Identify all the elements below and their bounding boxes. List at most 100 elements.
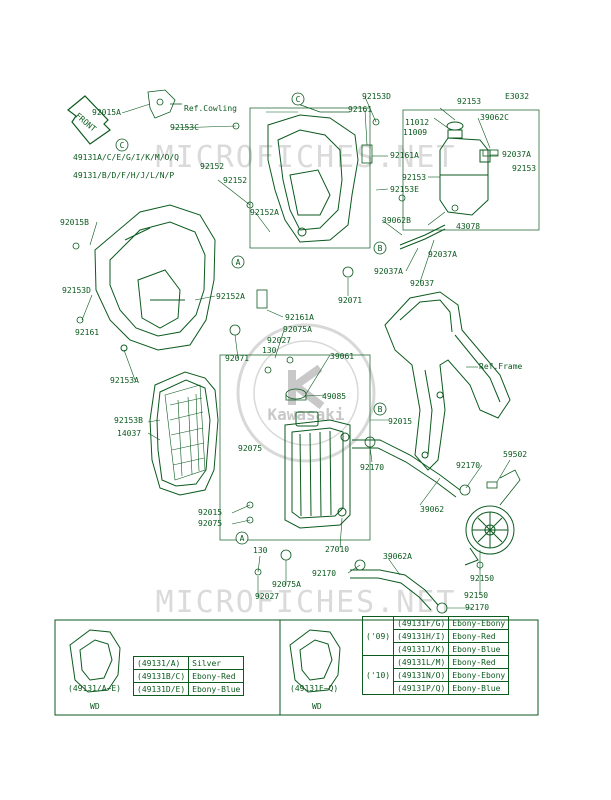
color-code: (49131P/Q) [393, 681, 450, 695]
part-label: 39062 [420, 505, 445, 514]
part-label: 39062C [480, 113, 509, 122]
inset-right-label: (49131F~Q) [290, 684, 339, 693]
part-label: 92027 [255, 592, 280, 601]
inset-box [54, 619, 539, 716]
color-name: Ebony-Blue [448, 681, 510, 695]
radiator-grille [164, 384, 206, 481]
ref-frame-label: Ref.Frame [479, 362, 523, 371]
part-label: 49131/B/D/F/H/J/L/N/P [73, 171, 175, 180]
part-label: 92037A [374, 267, 403, 276]
part-label: 92015 [388, 417, 413, 426]
circle-marker-a-bottom: A [235, 531, 249, 545]
part-label: 130 [262, 346, 277, 355]
part-label: 92071 [338, 296, 363, 305]
inset-right-shroud [289, 629, 341, 693]
cowling-bracket [147, 89, 182, 119]
radiator-fan [464, 505, 515, 566]
circle-marker-c-top: C [291, 92, 305, 106]
table-row: (49131P/Q) Ebony-Blue [363, 681, 510, 695]
part-label: 43078 [456, 222, 481, 231]
part-label: 130 [253, 546, 268, 555]
diagram-id: E3032 [505, 92, 530, 101]
part-label: 92015 [198, 508, 223, 517]
table-row: (49131D/E) Ebony-Blue [132, 682, 245, 696]
part-label: 92150 [464, 591, 489, 600]
part-label: 11012 [405, 118, 430, 127]
year-label: ('09) [361, 616, 394, 656]
part-label: 92153C [170, 123, 199, 132]
part-label: 92161A [285, 313, 314, 322]
part-label: 92075 [238, 444, 263, 453]
part-label: 92153 [457, 97, 482, 106]
part-label: 11009 [403, 128, 428, 137]
table-row: ('09) (49131F/G) Ebony-Ebony [361, 616, 510, 656]
part-label: 92153 [402, 173, 427, 182]
table-row: (49131/A) Silver [132, 656, 245, 670]
part-label: 92037A [428, 250, 457, 259]
leader-lines [81, 96, 511, 609]
color-code: (49131N/O) [393, 668, 450, 682]
watermark-text: MICROFICHES.NET [156, 140, 457, 175]
circle-marker-b-top: B [373, 241, 387, 255]
small-fasteners [72, 118, 499, 576]
bracket-c-leader [297, 103, 350, 113]
color-code: (49131J/K) [393, 642, 450, 656]
svg-text:C: C [120, 141, 125, 150]
left-shroud [94, 204, 216, 352]
inset-left-caption: WD [90, 702, 100, 711]
color-name: Ebony-Blue [448, 642, 510, 656]
circle-marker-c-left: C [115, 138, 129, 152]
right-shroud [267, 114, 359, 243]
part-label: 92170 [456, 461, 481, 470]
part-label: 92075 [198, 519, 223, 528]
radiator [284, 411, 351, 529]
color-name: Ebony-Red [448, 629, 510, 643]
part-label: 92037 [410, 279, 435, 288]
part-label: 92152 [223, 176, 248, 185]
overflow-hose [399, 224, 446, 250]
table-row: (49131H/I) Ebony-Red [363, 629, 510, 643]
box-upper-shroud [249, 107, 371, 249]
front-arrow [67, 95, 111, 145]
part-label: 92161 [348, 105, 373, 114]
color-code: (49131D/E) [132, 682, 190, 696]
inset-right-caption: WD [312, 702, 322, 711]
hose-lower [350, 569, 439, 611]
part-label: 14037 [117, 429, 142, 438]
fan-wire [499, 469, 521, 506]
color-name: Ebony-Red [188, 669, 245, 683]
part-label: 49085 [322, 392, 347, 401]
part-label: 39061 [330, 352, 355, 361]
part-label: 92153B [114, 416, 143, 425]
part-label: 92015A [92, 108, 121, 117]
color-name: Ebony-Red [448, 655, 510, 669]
svg-text:A: A [240, 534, 245, 543]
part-label: 92152A [216, 292, 245, 301]
table-row: ('10) (49131L/M) Ebony-Red [361, 655, 510, 695]
part-label: 92170 [360, 463, 385, 472]
part-label: 92015B [60, 218, 89, 227]
color-code: (49131F/G) [393, 616, 450, 630]
box-reservoir [402, 109, 540, 231]
color-name: Ebony-Ebony [448, 616, 510, 630]
year-label: ('10) [361, 655, 394, 695]
circle-marker-a-top: A [231, 255, 245, 269]
part-label: 49131A/C/E/G/I/K/M/O/Q [73, 153, 179, 162]
part-label: 92161 [75, 328, 100, 337]
kawasaki-logo: Kawasaki [267, 405, 344, 424]
part-label: 92027 [267, 336, 292, 345]
radiator-side-panel [149, 371, 219, 496]
svg-text:C: C [296, 95, 301, 104]
part-label: 92170 [465, 603, 490, 612]
color-code: (49131H/I) [393, 629, 450, 643]
part-label: 92153 [512, 164, 537, 173]
part-label: 27010 [325, 545, 350, 554]
frame [384, 291, 511, 471]
hose-upper [352, 439, 461, 498]
color-code: (49131B/C) [132, 669, 190, 683]
part-label: 59502 [503, 450, 528, 459]
color-name: Silver [188, 656, 245, 670]
svg-text:B: B [378, 405, 383, 414]
